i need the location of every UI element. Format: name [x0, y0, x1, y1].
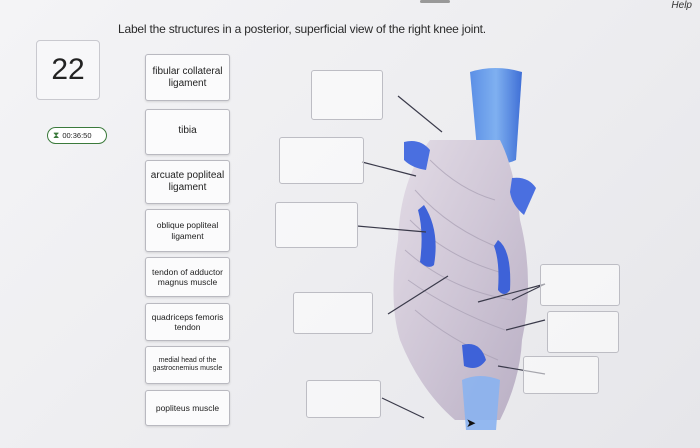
hourglass-icon: ⧗ — [53, 130, 60, 140]
help-link[interactable]: Help — [671, 0, 692, 11]
label-card-arcuate-popliteal-ligament[interactable]: arcuate popliteal ligament — [145, 160, 230, 204]
muscle-fibers — [404, 159, 513, 361]
drop-target-3[interactable] — [275, 202, 358, 248]
label-card-popliteus-muscle[interactable]: popliteus muscle — [145, 390, 230, 426]
leader-lines — [356, 95, 546, 419]
lateral-blue-stripe — [494, 240, 511, 294]
label-card-text: popliteus muscle — [155, 402, 220, 413]
question-number-text: 22 — [51, 53, 85, 86]
timer-badge: ⧗ 00:36:50 — [47, 127, 107, 144]
label-card-fibular-collateral-ligament[interactable]: fibular collateral ligament — [145, 54, 230, 101]
tibia-shaft — [462, 376, 500, 430]
label-card-tendon-of-adductor-magnus[interactable]: tendon of adductor magnus muscle — [145, 257, 230, 297]
lateral-blue-band — [510, 177, 536, 215]
medial-blue-stripe — [418, 205, 436, 267]
label-card-quadriceps-femoris-tendon[interactable]: quadriceps femoris tendon — [145, 303, 230, 341]
popliteal-blue-patch — [462, 344, 486, 368]
top-sliver — [420, 0, 450, 3]
label-card-text: tibia — [178, 125, 197, 136]
label-card-text: tendon of adductor magnus muscle — [152, 266, 223, 287]
drop-target-7[interactable] — [523, 356, 599, 394]
drop-target-5[interactable] — [293, 292, 373, 334]
drop-target-4[interactable] — [540, 264, 620, 306]
mouse-pointer-icon: ➤ — [466, 416, 477, 430]
label-card-text: medial head of the gastrocnemius muscle — [152, 356, 223, 372]
knee-joint-mass — [393, 140, 529, 420]
drop-target-2[interactable] — [279, 137, 364, 184]
timer-text: 00:36:50 — [62, 131, 92, 140]
drop-target-8[interactable] — [306, 380, 381, 418]
question-prompt: Label the structures in a posterior, sup… — [118, 22, 486, 36]
label-card-text: oblique popliteal ligament — [156, 220, 219, 241]
medial-blue-band — [404, 141, 430, 170]
label-card-text: fibular collateral ligament — [152, 65, 223, 89]
label-card-text: quadriceps femoris tendon — [151, 311, 224, 332]
label-card-medial-head-gastrocnemius[interactable]: medial head of the gastrocnemius muscle — [145, 346, 230, 384]
question-number: 22 — [36, 40, 100, 100]
drop-target-6[interactable] — [547, 311, 619, 353]
drop-target-1[interactable] — [311, 70, 383, 120]
label-card-text: arcuate popliteal ligament — [150, 170, 225, 193]
label-card-oblique-popliteal-ligament[interactable]: oblique popliteal ligament — [145, 209, 230, 252]
label-card-tibia[interactable]: tibia — [145, 109, 230, 155]
